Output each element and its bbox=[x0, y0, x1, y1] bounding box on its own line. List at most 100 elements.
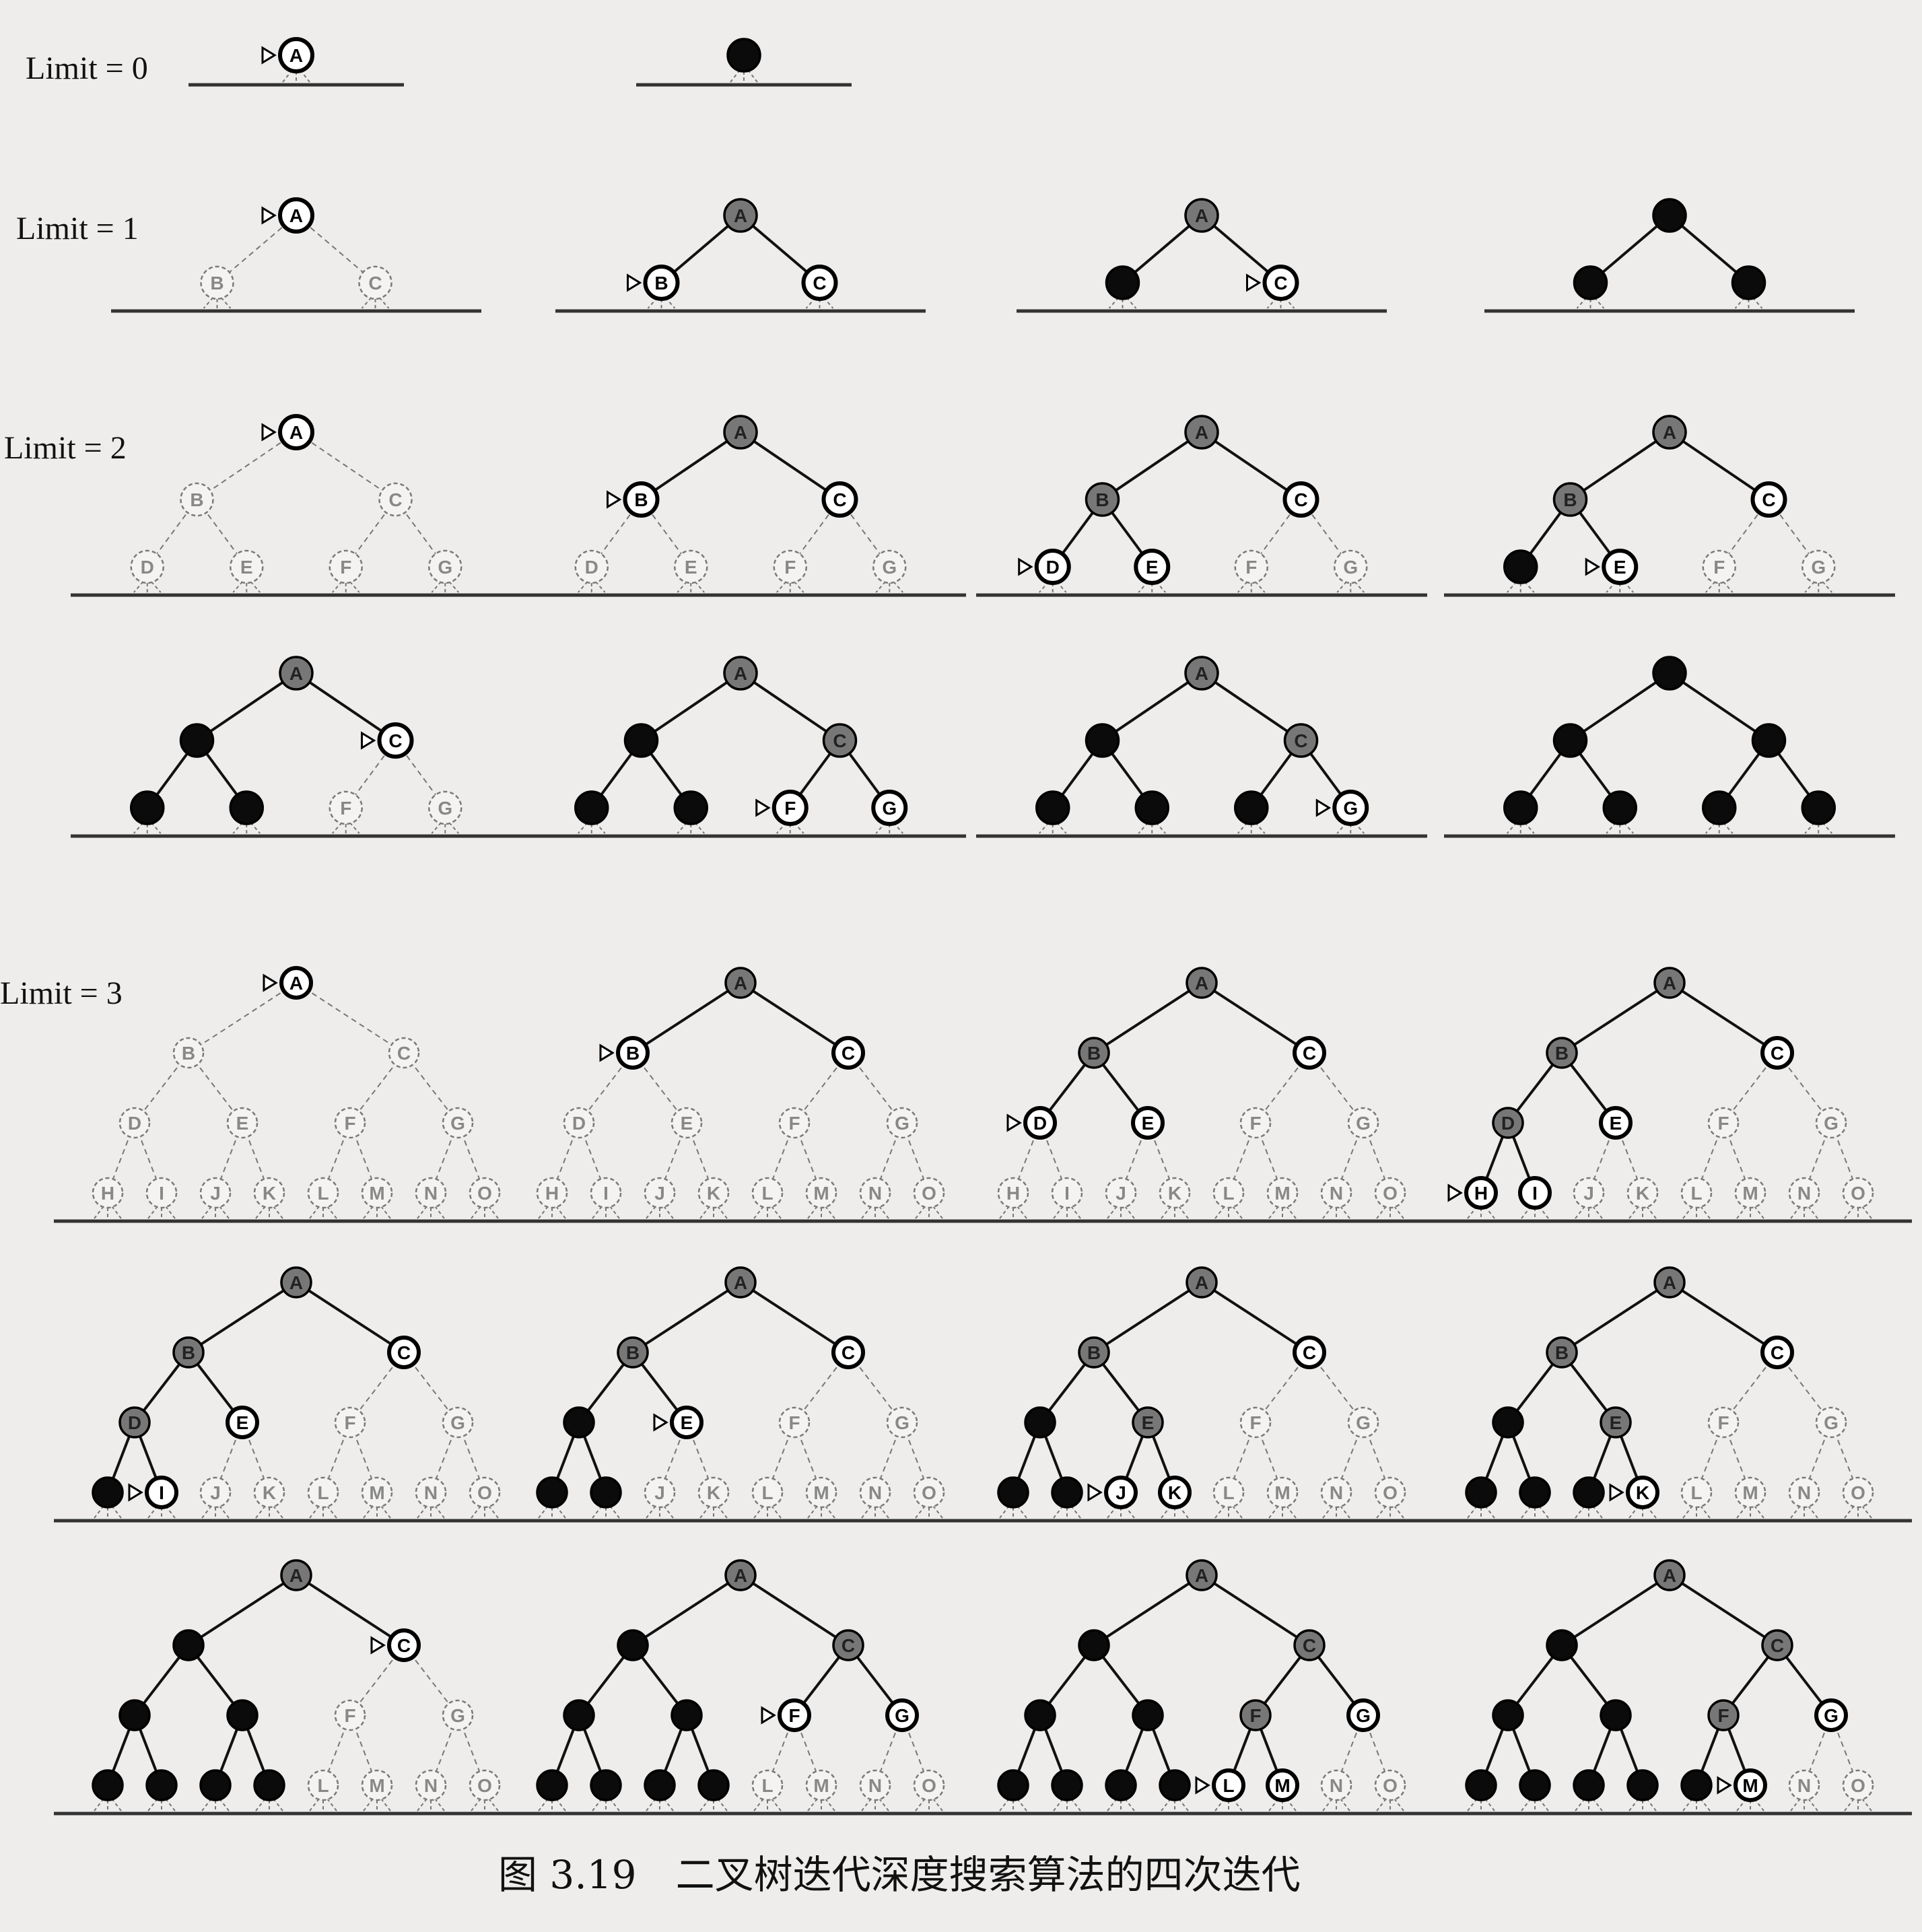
limit-3-label: Limit = 3 bbox=[0, 975, 123, 1011]
node-label: G bbox=[895, 1113, 909, 1134]
tree-node bbox=[1680, 1177, 1713, 1209]
node-label: D bbox=[141, 557, 154, 578]
child-stub bbox=[1237, 581, 1248, 593]
node-label: M bbox=[813, 1482, 829, 1503]
node-label: A bbox=[734, 205, 747, 226]
node-label: E bbox=[1142, 1113, 1155, 1134]
child-stub bbox=[717, 1505, 728, 1519]
tree-node bbox=[1374, 1769, 1406, 1801]
tree-node bbox=[697, 1177, 730, 1209]
node-label: E bbox=[681, 1412, 693, 1433]
node-label: K bbox=[707, 1482, 720, 1503]
node-label: I bbox=[159, 1183, 164, 1204]
current-node-marker bbox=[261, 206, 277, 225]
child-stub bbox=[577, 581, 588, 593]
node-label: A bbox=[1663, 973, 1676, 994]
child-stub bbox=[1484, 1798, 1495, 1812]
child-stub bbox=[915, 1206, 926, 1219]
tree-node bbox=[1734, 1768, 1767, 1802]
child-stub bbox=[331, 822, 343, 834]
child-stub bbox=[609, 1505, 620, 1519]
child-stub bbox=[1322, 1798, 1333, 1812]
child-stub bbox=[793, 581, 804, 593]
tree-node bbox=[1293, 1336, 1326, 1369]
tree-edge bbox=[1668, 431, 1770, 501]
child-stub bbox=[1700, 1798, 1711, 1812]
current-node-marker bbox=[128, 1483, 143, 1502]
child-stub bbox=[1017, 1206, 1027, 1219]
child-stub bbox=[1322, 1206, 1333, 1219]
tree-edge bbox=[1560, 981, 1671, 1054]
child-stub bbox=[592, 1206, 603, 1219]
child-stub bbox=[1484, 1505, 1495, 1519]
child-stub bbox=[250, 581, 261, 593]
child-stub bbox=[133, 581, 144, 593]
tree-node bbox=[1266, 1768, 1299, 1802]
child-stub bbox=[219, 1798, 230, 1812]
child-stub bbox=[1053, 1798, 1064, 1812]
node-label: E bbox=[236, 1113, 249, 1134]
tree-node bbox=[1347, 1406, 1379, 1439]
child-stub bbox=[1521, 1505, 1532, 1519]
child-stub bbox=[309, 1505, 320, 1519]
node-label: A bbox=[289, 45, 303, 66]
node-label: H bbox=[545, 1183, 559, 1204]
child-stub bbox=[932, 1505, 943, 1519]
tree-node bbox=[1105, 1769, 1137, 1801]
tree-node bbox=[329, 790, 363, 825]
tree-edge bbox=[296, 982, 405, 1054]
child-stub bbox=[1682, 1206, 1693, 1219]
node-label: F bbox=[1717, 1705, 1729, 1726]
child-stub bbox=[594, 822, 606, 834]
tree-node bbox=[1347, 1107, 1379, 1139]
tree-node bbox=[590, 1177, 622, 1209]
child-stub bbox=[555, 1798, 566, 1812]
node-label: B bbox=[626, 1342, 640, 1363]
tree-node bbox=[1212, 1177, 1245, 1209]
tree-node bbox=[92, 1769, 124, 1801]
tree-node bbox=[997, 1769, 1029, 1801]
tree-node bbox=[1186, 967, 1218, 999]
child-stub bbox=[577, 822, 588, 834]
node-label: B bbox=[1555, 1342, 1569, 1363]
tree-node bbox=[1134, 790, 1169, 825]
child-stub bbox=[309, 1798, 320, 1812]
child-stub bbox=[133, 822, 144, 834]
child-stub bbox=[111, 1206, 122, 1219]
tree-node bbox=[1024, 1406, 1056, 1439]
tree-node bbox=[334, 1107, 366, 1139]
tree-panel: ACG bbox=[976, 656, 1427, 838]
child-stub bbox=[327, 1505, 337, 1519]
node-label: E bbox=[1142, 1412, 1155, 1433]
tree-edge bbox=[1569, 431, 1671, 501]
node-label: B bbox=[182, 1043, 195, 1064]
child-stub bbox=[538, 1505, 549, 1519]
tree-node bbox=[180, 482, 214, 517]
node-label: E bbox=[1610, 1113, 1622, 1134]
tree-edge bbox=[631, 981, 742, 1054]
node-label: C bbox=[813, 273, 826, 294]
tree-node bbox=[92, 1476, 124, 1509]
tree-node bbox=[644, 1177, 676, 1209]
tree-node bbox=[1751, 723, 1787, 758]
tree-node bbox=[773, 549, 807, 584]
tree-node bbox=[229, 790, 264, 825]
child-stub bbox=[1722, 581, 1734, 593]
node-label: O bbox=[477, 1183, 492, 1204]
tree-node bbox=[1492, 1699, 1524, 1731]
tree-node bbox=[1842, 1476, 1874, 1509]
child-stub bbox=[1467, 1505, 1478, 1519]
child-stub bbox=[1506, 822, 1517, 834]
tree-node bbox=[442, 1699, 474, 1731]
current-node-marker bbox=[1609, 1483, 1624, 1502]
node-label: D bbox=[1033, 1113, 1047, 1134]
tree-node bbox=[1105, 265, 1140, 300]
tree-edge bbox=[1200, 981, 1311, 1054]
child-stub bbox=[1808, 1505, 1818, 1519]
child-stub bbox=[1214, 1505, 1225, 1519]
tree-node bbox=[1801, 549, 1836, 584]
